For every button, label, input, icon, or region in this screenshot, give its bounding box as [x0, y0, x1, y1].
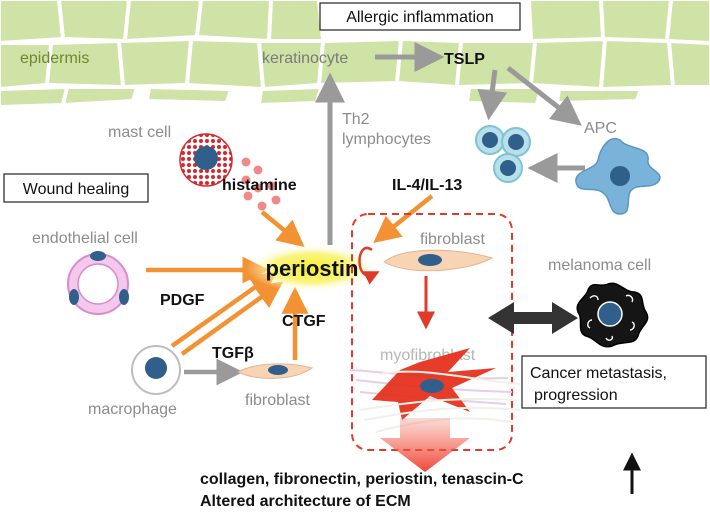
th2-lymphocytes-cells [475, 125, 531, 183]
autocrine-loop-arrow [358, 246, 380, 285]
tgfb-label: TGFβ [212, 345, 254, 362]
histamine-to-periostin-arrow [260, 210, 305, 248]
histamine-granules [241, 157, 281, 211]
periostin-glow [246, 244, 378, 292]
wound-healing-label: Wound healing [23, 181, 129, 198]
fibroblast-melanoma-double-arrow [488, 302, 578, 334]
epidermis-label: epidermis [20, 50, 89, 67]
myofibroblast-cell [349, 348, 521, 433]
endothelial-cell [67, 251, 129, 315]
ctgf-label: CTGF [282, 313, 326, 330]
ecm-components-label: collagen, fibronectin, periostin, tenasc… [200, 471, 524, 488]
fibroblast-activation-box [351, 213, 513, 451]
allergic-inflammation-box [319, 2, 521, 31]
macrophage-label: macrophage [88, 401, 177, 418]
apc-label: APC [584, 120, 617, 137]
th2-label-line1: Th2 [342, 111, 370, 128]
fibroblast-bottom-cell [236, 363, 314, 379]
ecm-architecture-label: Altered architecture of ECM [200, 493, 411, 510]
histamine-label: histamine [222, 177, 297, 194]
tslp-to-th2-arrow [477, 69, 508, 121]
macrophage-to-periostin-arrow-2 [180, 281, 284, 356]
wound-healing-box [3, 173, 149, 203]
allergic-inflammation-label: Allergic inflammation [346, 9, 494, 26]
mast-cell-label: mast cell [108, 124, 171, 141]
macrophage-cell [131, 345, 181, 395]
il4-to-fibroblast-arrow [373, 194, 434, 244]
cancer-metastasis-box [521, 355, 707, 409]
tslp-to-apc-arrow [506, 66, 582, 126]
il4-il13-label: IL-4/IL-13 [392, 177, 462, 194]
fibroblast-top-cell [383, 249, 494, 272]
fibroblast-top-label: fibroblast [420, 231, 485, 248]
apc-cell [575, 137, 661, 215]
fibroblast-bottom-label: fibroblast [245, 392, 310, 409]
macrophage-to-periostin-arrow-1 [170, 271, 278, 348]
mast-cell [179, 133, 233, 187]
keratinocyte-label: keratinocyte [262, 50, 348, 67]
endothelial-cell-label: endothelial cell [32, 230, 138, 247]
ecm-output-arrow [380, 418, 470, 472]
melanoma-cell [576, 282, 649, 348]
tslp-label: TSLP [444, 51, 485, 68]
cancer-metastasis-line1: Cancer metastasis, [530, 365, 667, 382]
th2-label-line2: lymphocytes [342, 131, 431, 148]
melanoma-cell-label: melanoma cell [548, 257, 651, 274]
cancer-metastasis-line2: progression [534, 387, 618, 404]
pdgf-label: PDGF [160, 292, 205, 309]
periostin-label: periostin [266, 256, 359, 281]
